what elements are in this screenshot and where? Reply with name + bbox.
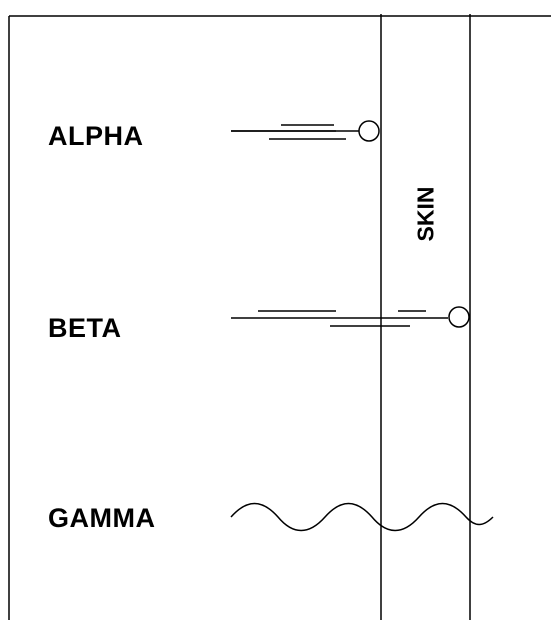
beta-particle-icon (448, 306, 470, 328)
beta-label: BETA (48, 313, 122, 343)
alpha-particle-track (231, 124, 361, 140)
alpha-label: ALPHA (48, 121, 144, 151)
diagram-frame (8, 15, 551, 620)
beta-particle-track (231, 310, 448, 327)
skin-label: SKIN (412, 186, 439, 242)
gamma-label: GAMMA (48, 503, 156, 533)
alpha-particle-icon (358, 120, 380, 142)
gamma-wave-icon (230, 502, 494, 532)
